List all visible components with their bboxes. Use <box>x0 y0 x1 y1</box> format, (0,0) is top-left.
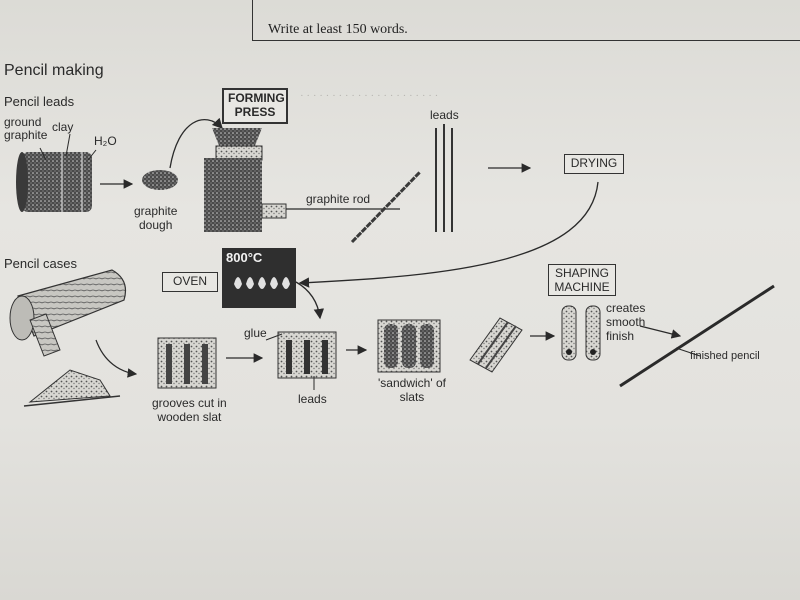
task-box <box>252 0 800 41</box>
label-leads-bottom: leads <box>298 392 327 406</box>
arrow-oven-to-glue <box>295 281 325 320</box>
leads-icon <box>435 124 453 232</box>
cut-pencil-blanks-icon <box>469 317 523 373</box>
saw-cut-slats-icon <box>23 369 121 407</box>
label-water: H₂O <box>94 134 117 148</box>
label-glue: glue <box>244 326 267 340</box>
drying-label: DRYING <box>564 154 624 174</box>
bleed-through-text: · · · · · · · · · · · · · · · · · · · · … <box>300 90 439 102</box>
arrow-drying-to-oven <box>298 181 599 288</box>
glued-slat-icon <box>277 331 337 379</box>
oven-label: OVEN <box>162 272 218 292</box>
oven-icon <box>222 248 296 308</box>
section-pencil-leads: Pencil leads <box>4 94 75 109</box>
forming-press-icon <box>204 128 287 232</box>
label-grooves-cut: grooves cut in wooden slat <box>152 396 227 425</box>
label-sandwich-of-slats: 'sandwich' of slats <box>378 376 446 405</box>
label-finished-pencil: finished pencil <box>690 350 760 362</box>
label-creates-smooth-finish: creates smooth finish <box>606 301 646 343</box>
forming-press-label: FORMING PRESS <box>222 88 288 124</box>
label-ground-graphite: ground graphite <box>4 115 48 143</box>
instruction-text: Write at least 150 words. <box>268 22 408 37</box>
graphite-rod-icon <box>350 170 422 244</box>
label-clay: clay <box>52 120 74 134</box>
arrow-logs-to-slat <box>95 339 138 378</box>
sandwich-of-slats-icon <box>377 319 441 373</box>
finished-pencil-icon <box>619 284 775 388</box>
graphite-dough-icon <box>142 170 178 190</box>
diagram-title: Pencil making <box>4 62 104 79</box>
label-graphite-dough: graphite dough <box>134 204 178 233</box>
grooved-slat-icon <box>157 337 217 389</box>
label-graphite-rod: graphite rod <box>306 192 371 206</box>
section-pencil-cases: Pencil cases <box>4 256 77 271</box>
arrow-to-press <box>169 117 223 169</box>
shaping-machine-icon <box>561 305 601 361</box>
shaping-machine-label: SHAPING MACHINE <box>548 264 616 296</box>
logs-icon <box>9 269 127 357</box>
oven-temperature: 800°C <box>226 250 263 265</box>
arrow-to-finished <box>639 325 682 339</box>
graphite-clay-mixture-icon <box>16 152 92 212</box>
label-leads-top: leads <box>430 108 459 122</box>
